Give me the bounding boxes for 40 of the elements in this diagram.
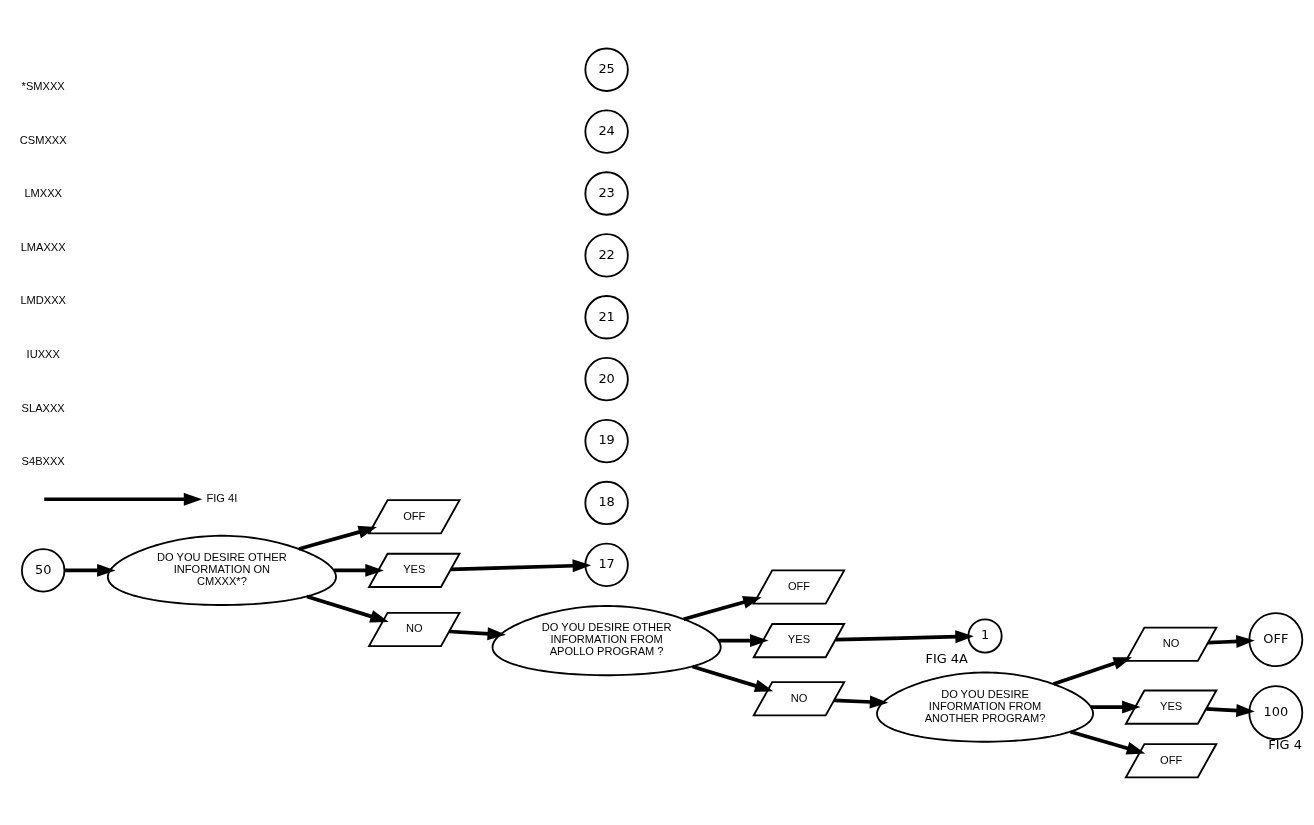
label: S4BXXX xyxy=(21,454,65,467)
arrow xyxy=(306,594,389,623)
node-circle: 23 xyxy=(584,170,629,216)
node-circle: 22 xyxy=(584,232,629,278)
arrow xyxy=(1091,700,1141,714)
label: LMDXXX xyxy=(20,293,66,306)
arrow xyxy=(1070,729,1146,754)
arrow xyxy=(1206,703,1255,717)
node-circle: 1 xyxy=(967,617,1003,654)
node-circle: 50 xyxy=(21,547,66,593)
node-text: FIG 4I xyxy=(206,491,238,504)
node-circle: 25 xyxy=(584,47,629,92)
node-label: FIG 4A xyxy=(925,650,968,666)
label: CSMXXX xyxy=(19,133,67,146)
node-circle: 100 xyxy=(1248,684,1304,740)
arrow xyxy=(1207,634,1255,648)
node-circle: 20 xyxy=(584,356,629,401)
node-circle: 24 xyxy=(584,108,629,154)
node-circle: 18 xyxy=(584,480,629,525)
arrow xyxy=(691,664,774,692)
node-circle: OFF xyxy=(1248,611,1304,667)
label: LMAXXX xyxy=(20,240,66,253)
arrow xyxy=(718,633,769,647)
arrow xyxy=(834,694,889,708)
arrow xyxy=(450,558,592,572)
arrow xyxy=(64,563,116,577)
arrow xyxy=(835,629,974,643)
label: IUXXX xyxy=(26,347,60,360)
arrow xyxy=(449,626,507,640)
label: *SMXXX xyxy=(21,79,65,92)
arrow xyxy=(333,563,384,577)
node-circle: 19 xyxy=(584,418,629,463)
label: SLAXXX xyxy=(21,401,65,414)
arrow xyxy=(298,525,377,551)
arrow xyxy=(683,595,762,621)
node-circle: 17 xyxy=(584,542,629,587)
arrow xyxy=(44,492,203,506)
label: LMXXX xyxy=(24,186,62,199)
node-circle: 21 xyxy=(584,294,629,339)
arrow xyxy=(1052,656,1133,686)
